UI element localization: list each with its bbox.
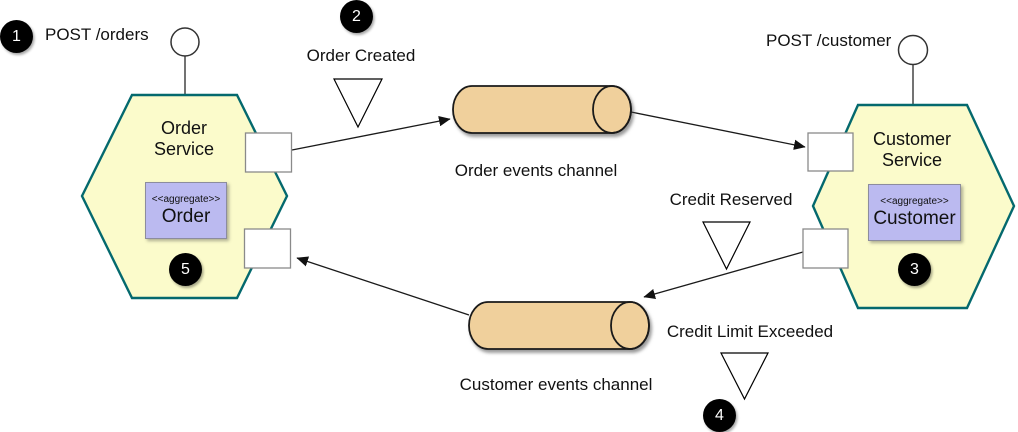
order-created-event-triangle-icon <box>333 78 383 129</box>
customer-rest-interface-icon <box>897 34 929 66</box>
credit-reserved-label: Credit Reserved <box>669 190 793 209</box>
order-aggregate-box: <<aggregate>> Order <box>145 182 227 239</box>
credit-limit-exceeded-label: Credit Limit Exceeded <box>666 322 834 341</box>
customer-aggregate-box: <<aggregate>> Customer <box>868 184 961 241</box>
arrow-order-to-order-channel <box>291 116 451 151</box>
customer-events-channel-label: Customer events channel <box>459 375 653 394</box>
step-badge-4: 4 <box>703 399 736 432</box>
customer-service-in-port <box>807 132 854 172</box>
order-aggregate-stereotype: <<aggregate>> <box>151 194 221 205</box>
customer-aggregate-stereotype: <<aggregate>> <box>880 196 949 207</box>
order-aggregate-name: Order <box>161 206 211 227</box>
customer-events-channel-cylinder <box>468 301 650 350</box>
post-orders-label: POST /orders <box>45 25 149 44</box>
order-service-out-port <box>244 132 293 173</box>
order-created-label: Order Created <box>306 46 416 65</box>
credit-reserved-event-triangle-icon <box>702 221 751 271</box>
order-service-in-port <box>243 228 292 269</box>
arrow-customer-channel-to-order <box>296 256 470 316</box>
credit-limit-exceeded-event-triangle-icon <box>720 352 769 401</box>
order-rest-interface-icon <box>170 27 200 57</box>
customer-service-name: Customer Service <box>872 129 952 170</box>
customer-aggregate-name: Customer <box>873 208 956 229</box>
order-events-channel-cylinder <box>452 85 632 134</box>
step-badge-2: 2 <box>340 0 373 33</box>
step-badge-5: 5 <box>169 253 202 286</box>
order-service-name: Order Service <box>153 118 215 159</box>
step-badge-1: 1 <box>0 20 33 53</box>
arrow-customer-to-customer-channel <box>643 251 804 299</box>
post-customer-label: POST /customer <box>766 31 892 50</box>
customer-service-out-port <box>802 228 849 269</box>
order-events-channel-label: Order events channel <box>454 161 618 180</box>
arrow-order-channel-to-customer <box>630 111 806 150</box>
step-badge-3: 3 <box>898 253 931 286</box>
